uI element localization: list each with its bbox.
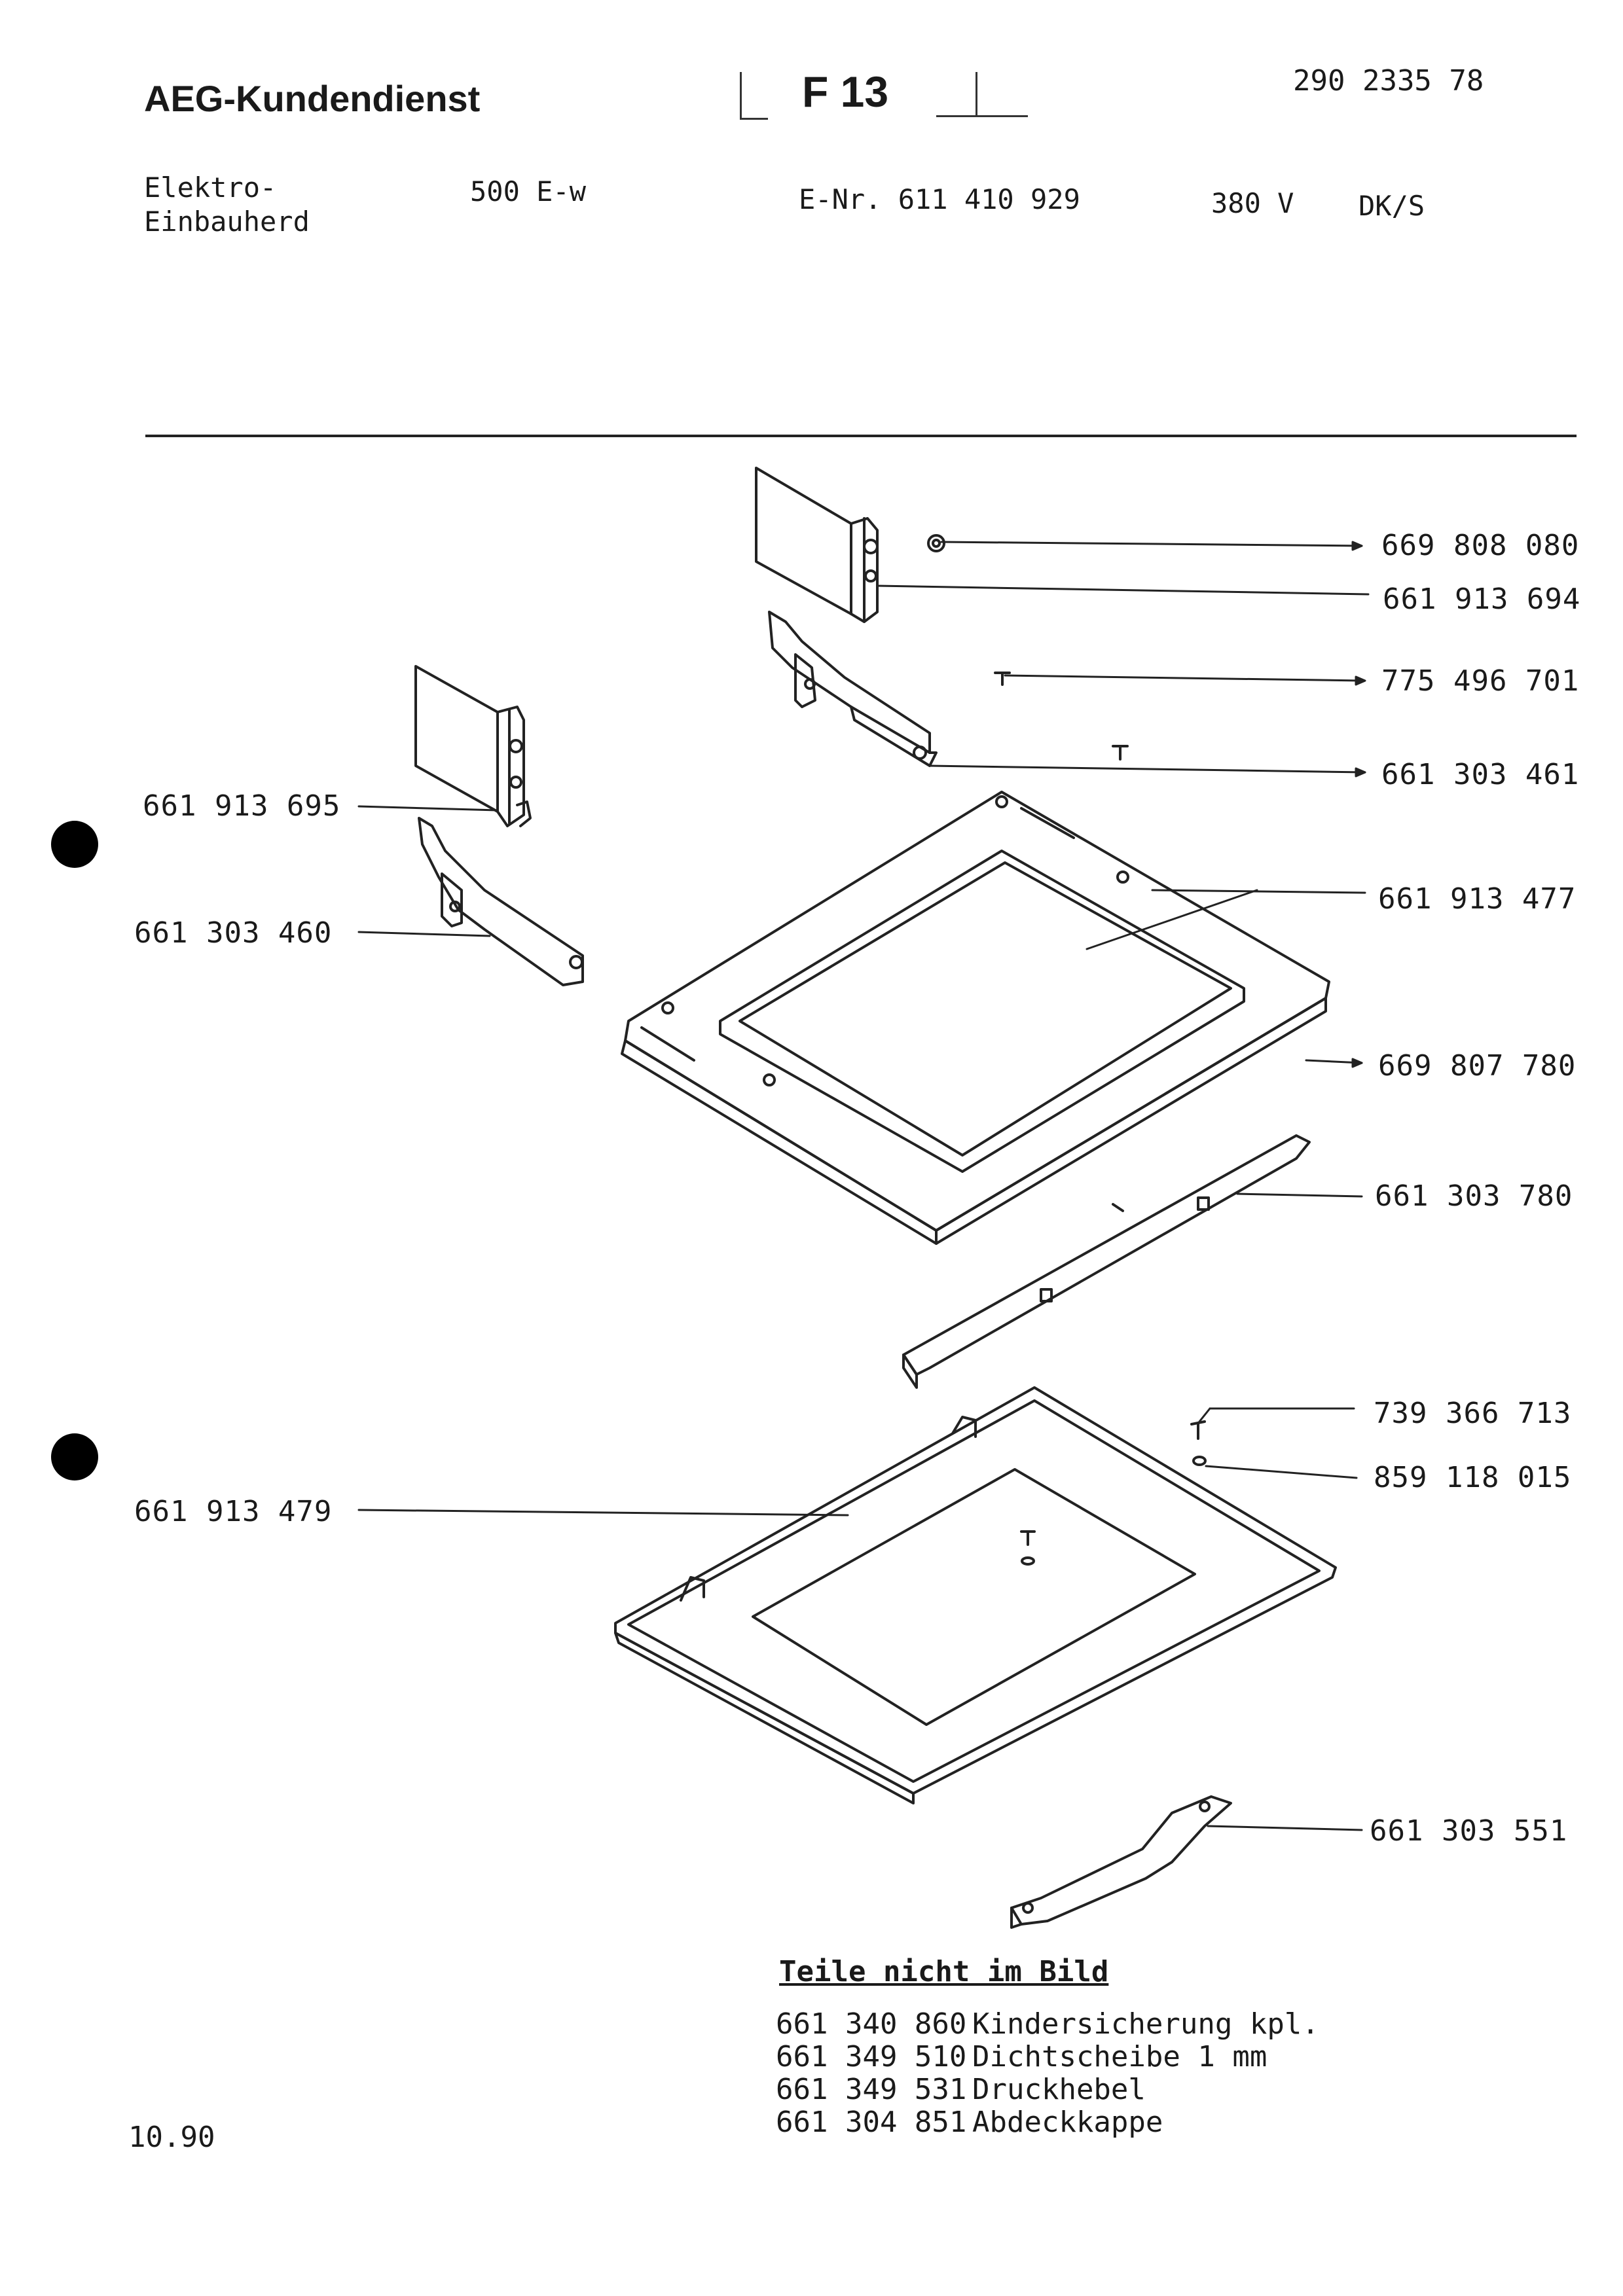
screw-icon-1 (927, 534, 945, 552)
hinge-arm-right (768, 611, 938, 767)
part-label-9: 661 303 780 (1375, 1179, 1573, 1213)
not-pictured-number: 661 349 531 (776, 2073, 967, 2106)
not-pictured-number: 661 304 851 (776, 2106, 967, 2139)
e-number: E-Nr. 611 410 929 (799, 183, 1080, 215)
not-pictured-description: Kindersicherung kpl. (972, 2007, 1319, 2041)
not-pictured-description: Abdeckkappe (972, 2106, 1163, 2139)
part-label-12: 661 913 479 (134, 1495, 333, 1528)
part-label-7: 661 913 477 (1378, 882, 1577, 916)
fastener-icon-739 (1190, 1420, 1206, 1440)
door-outer-panel (621, 791, 1330, 1245)
section-bracket-right-stem (976, 72, 977, 115)
binder-hole-lower (51, 1433, 98, 1480)
part-label-1: 669 808 080 (1381, 529, 1580, 562)
hinge-cover-right (755, 467, 879, 623)
not-pictured-number: 661 340 860 (776, 2007, 967, 2041)
part-label-5: 661 913 695 (143, 789, 341, 823)
not-pictured-description: Druckhebel (972, 2073, 1146, 2106)
voltage: 380 V (1211, 187, 1294, 219)
door-handle-bracket (1010, 1795, 1232, 1929)
section-bracket-left (740, 72, 768, 120)
leader-arrows (1351, 541, 1366, 1068)
product-type-line1: Elektro- (144, 171, 277, 204)
brand-title: AEG-Kundendienst (144, 78, 481, 119)
part-label-6: 661 303 460 (134, 916, 333, 950)
part-label-8: 669 807 780 (1378, 1049, 1577, 1083)
section-code: F 13 (802, 67, 889, 116)
leader-lines (357, 541, 1370, 1831)
part-label-4: 661 303 461 (1381, 758, 1580, 791)
door-cross-strip (902, 1134, 1311, 1389)
screw-icon-3 (1112, 745, 1129, 761)
document-number: 290 2335 78 (1293, 64, 1484, 98)
product-type-line2: Einbauherd (144, 206, 310, 238)
part-label-2: 661 913 694 (1383, 583, 1581, 616)
part-label-3: 775 496 701 (1381, 664, 1580, 698)
not-pictured-description: Dichtscheibe 1 mm (972, 2040, 1267, 2073)
door-inner-frame (614, 1386, 1337, 1804)
not-pictured-heading: Teile nicht im Bild (779, 1955, 1109, 1988)
washer-icon-859 (1192, 1456, 1207, 1466)
print-date: 10.90 (128, 2121, 215, 2154)
model-name: 500 E-w (470, 175, 587, 207)
hinge-cover-left (414, 665, 532, 827)
part-label-13: 661 303 551 (1370, 1814, 1568, 1848)
binder-hole-upper (51, 821, 98, 868)
part-label-11: 859 118 015 (1374, 1461, 1572, 1494)
not-pictured-number: 661 349 510 (776, 2040, 967, 2073)
screw-icon-2 (994, 672, 1011, 686)
section-bracket-right (936, 115, 1028, 117)
header-divider (145, 435, 1577, 437)
part-label-10: 739 366 713 (1374, 1397, 1572, 1430)
hinge-arm-left (418, 817, 584, 986)
variant-code: DK/S (1359, 190, 1425, 222)
